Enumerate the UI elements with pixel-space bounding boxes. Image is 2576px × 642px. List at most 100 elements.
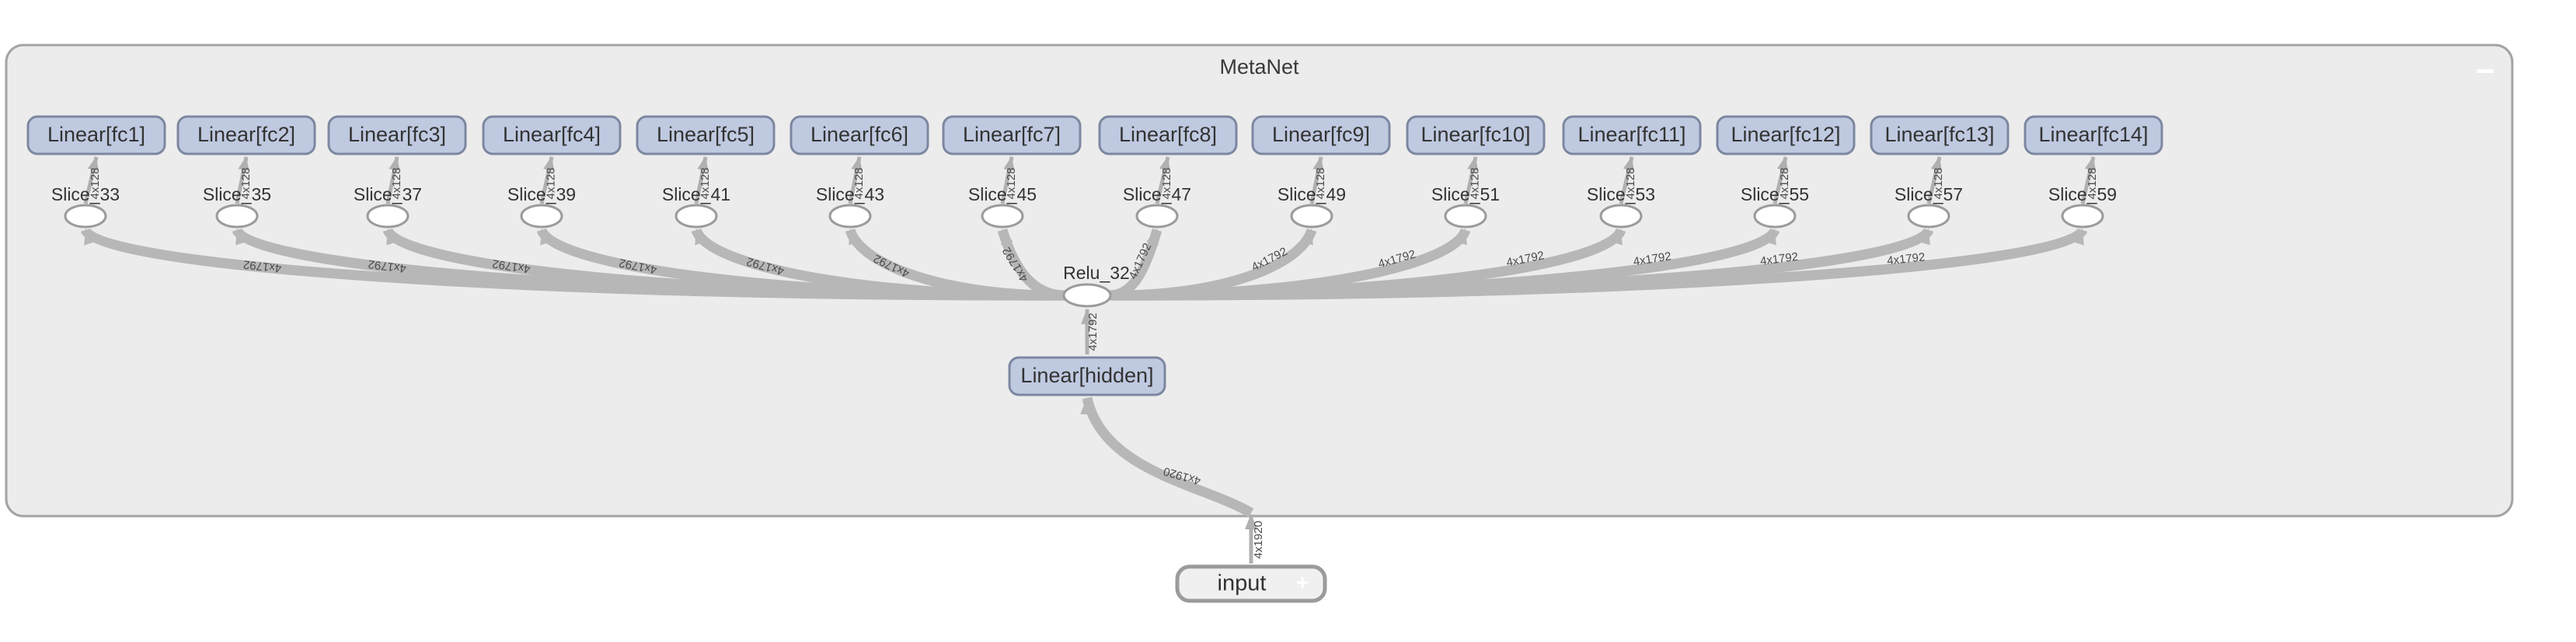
slice-node-Slice_51[interactable]: Slice_51 xyxy=(1431,184,1500,229)
slice-node-Slice_37[interactable]: Slice_37 xyxy=(354,184,422,229)
slice-node-Slice_43[interactable]: Slice_43 xyxy=(816,184,884,229)
op-node-box[interactable] xyxy=(176,115,316,155)
edge-label-slice-linear: 4x128 xyxy=(1778,168,1791,200)
slice-node-ellipse[interactable] xyxy=(64,204,107,229)
edge-label-slice-linear: 4x128 xyxy=(1469,168,1482,200)
edge-label-slice-linear: 4x128 xyxy=(2086,168,2099,200)
relu-node-ellipse[interactable] xyxy=(1062,283,1112,308)
op-node-fc14[interactable]: Linear[fc14] xyxy=(2024,115,2163,155)
op-node-fc10[interactable]: Linear[fc10] xyxy=(1406,115,1546,155)
edge-label-slice-linear: 4x128 xyxy=(699,168,712,200)
op-node-fc6[interactable]: Linear[fc6] xyxy=(790,115,929,155)
op-node-fc7[interactable]: Linear[fc7] xyxy=(942,115,1082,155)
op-node-fc12[interactable]: Linear[fc12] xyxy=(1716,115,1856,155)
edge-label-slice-linear: 4x128 xyxy=(852,168,866,200)
op-node-fc1[interactable]: Linear[fc1] xyxy=(26,115,166,155)
op-node-box[interactable] xyxy=(26,115,166,155)
edge-label-slice-linear: 4x128 xyxy=(545,168,558,200)
op-node-box[interactable] xyxy=(2024,115,2163,155)
slice-node-ellipse[interactable] xyxy=(1444,204,1487,229)
slice-node-label: Slice_45 xyxy=(968,184,1037,204)
slice-node-Slice_41[interactable]: Slice_41 xyxy=(662,184,730,229)
op-node-label: Linear[fc12] xyxy=(1731,123,1840,146)
slice-node-Slice_45[interactable]: Slice_45 xyxy=(968,184,1037,229)
slice-node-Slice_35[interactable]: Slice_35 xyxy=(203,184,271,229)
op-node-fc13[interactable]: Linear[fc13] xyxy=(1870,115,2010,155)
slice-node-Slice_47[interactable]: Slice_47 xyxy=(1123,184,1191,229)
slice-node-ellipse[interactable] xyxy=(1599,204,1643,229)
op-node-box[interactable] xyxy=(327,115,467,155)
op-node-box[interactable] xyxy=(1098,115,1238,155)
op-node-fc2[interactable]: Linear[fc2] xyxy=(176,115,316,155)
slice-node-ellipse[interactable] xyxy=(981,204,1024,229)
op-node-fc3[interactable]: Linear[fc3] xyxy=(327,115,467,155)
edge-label-relu-slice: 4x1792 xyxy=(368,257,407,275)
slice-node-label: Slice_57 xyxy=(1895,184,1963,204)
slice-node-Slice_59[interactable]: Slice_59 xyxy=(2048,184,2117,229)
plus-icon[interactable]: + xyxy=(1296,570,1309,594)
op-node-box[interactable] xyxy=(1870,115,2010,155)
slice-node-ellipse[interactable] xyxy=(675,204,718,229)
slice-node-ellipse[interactable] xyxy=(828,204,872,229)
hidden-node-box[interactable] xyxy=(1008,356,1166,396)
hidden-node[interactable]: Linear[hidden] xyxy=(1008,356,1166,396)
op-node-fc5[interactable]: Linear[fc5] xyxy=(636,115,776,155)
slice-node-label: Slice_51 xyxy=(1431,184,1500,204)
op-node-box[interactable] xyxy=(1251,115,1391,155)
slice-node-ellipse[interactable] xyxy=(1135,204,1179,229)
relu-node[interactable]: Relu_32 xyxy=(1062,263,1130,308)
op-node-label: Linear[fc13] xyxy=(1884,123,1994,146)
edge-relu-to-slice xyxy=(1107,227,2088,301)
op-node-label: Linear[fc10] xyxy=(1420,123,1530,146)
slice-node-label: Slice_39 xyxy=(507,184,576,204)
op-node-label: Linear[fc4] xyxy=(503,123,601,146)
op-node-label: Linear[fc5] xyxy=(657,123,755,146)
input-node[interactable]: input + xyxy=(1175,564,1327,603)
slice-node-ellipse[interactable] xyxy=(366,204,410,229)
edge-label-slice-linear: 4x128 xyxy=(1932,168,1945,200)
op-node-label: Linear[fc8] xyxy=(1119,123,1217,146)
edge-label-slice-linear: 4x128 xyxy=(1624,168,1637,200)
op-node-fc9[interactable]: Linear[fc9] xyxy=(1251,115,1391,155)
op-node-box[interactable] xyxy=(1406,115,1546,155)
edge-label-slice-linear: 4x128 xyxy=(1160,168,1173,200)
slice-node-Slice_33[interactable]: Slice_33 xyxy=(51,184,120,229)
edge-label-relu-slice: 4x1792 xyxy=(242,257,282,274)
op-node-label: Linear[fc9] xyxy=(1272,123,1370,146)
op-node-box[interactable] xyxy=(942,115,1082,155)
slice-node-Slice_55[interactable]: Slice_55 xyxy=(1741,184,1809,229)
op-node-fc4[interactable]: Linear[fc4] xyxy=(482,115,622,155)
input-node-box[interactable] xyxy=(1175,564,1327,603)
op-node-fc11[interactable]: Linear[fc11] xyxy=(1562,115,1702,155)
minus-icon[interactable] xyxy=(2477,69,2494,73)
edge-label-slice-linear: 4x128 xyxy=(239,168,253,200)
slice-node-ellipse[interactable] xyxy=(520,204,563,229)
slice-node-ellipse[interactable] xyxy=(2061,204,2104,229)
slice-node-label: Slice_43 xyxy=(816,184,884,204)
slice-node-ellipse[interactable] xyxy=(1753,204,1797,229)
op-node-box[interactable] xyxy=(636,115,776,155)
input-node-label: input xyxy=(1218,571,1267,596)
op-node-box[interactable] xyxy=(482,115,622,155)
edge-label-hidden-relu: 4x1792 xyxy=(1086,312,1100,351)
slice-node-Slice_57[interactable]: Slice_57 xyxy=(1895,184,1963,229)
slice-node-ellipse[interactable] xyxy=(1290,204,1333,229)
op-node-box[interactable] xyxy=(1716,115,1856,155)
op-node-box[interactable] xyxy=(790,115,929,155)
slice-node-Slice_39[interactable]: Slice_39 xyxy=(507,184,576,229)
slice-node-Slice_49[interactable]: Slice_49 xyxy=(1278,184,1346,229)
metanet-cluster-panel[interactable] xyxy=(5,44,2514,518)
slice-node-ellipse[interactable] xyxy=(215,204,259,229)
slice-node-label: Slice_35 xyxy=(203,184,271,204)
op-node-label: Linear[fc2] xyxy=(197,123,295,146)
slice-node-ellipse[interactable] xyxy=(1907,204,1950,229)
edge-relu-to-slice xyxy=(845,228,1068,301)
op-node-label: Linear[fc1] xyxy=(47,123,145,146)
slice-node-Slice_53[interactable]: Slice_53 xyxy=(1587,184,1655,229)
op-node-box[interactable] xyxy=(1562,115,1702,155)
op-node-fc8[interactable]: Linear[fc8] xyxy=(1098,115,1238,155)
op-node-label: Linear[fc14] xyxy=(2038,123,2148,146)
hidden-node-label: Linear[hidden] xyxy=(1020,364,1153,387)
